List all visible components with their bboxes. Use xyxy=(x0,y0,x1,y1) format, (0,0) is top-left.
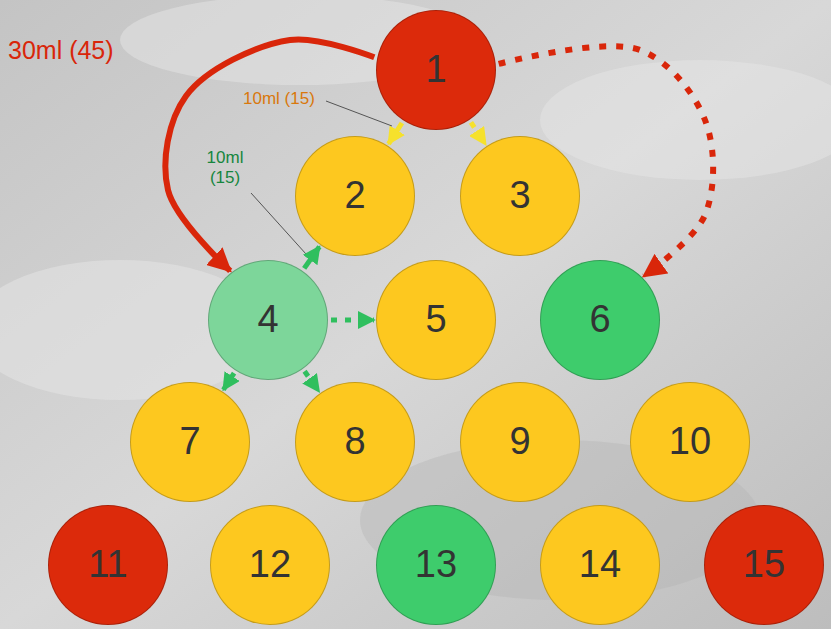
cup-circle: 12 xyxy=(210,505,330,625)
flow-arrow xyxy=(389,123,402,144)
node-number: 12 xyxy=(249,544,291,586)
cup-circle: 1 xyxy=(376,10,496,130)
flow-arrow xyxy=(305,371,319,391)
node-number: 4 xyxy=(257,299,278,341)
node-number: 7 xyxy=(179,421,200,463)
node-number: 8 xyxy=(344,421,365,463)
node-number: 1 xyxy=(425,49,446,91)
node-number: 3 xyxy=(509,175,530,217)
cup-circle: 4 xyxy=(208,260,328,380)
cup-circle: 5 xyxy=(376,260,496,380)
node-number: 13 xyxy=(415,544,457,586)
node-number: 6 xyxy=(589,299,610,341)
cup-circle: 14 xyxy=(540,505,660,625)
volume-label: 10ml (15) xyxy=(198,148,252,187)
cup-circle: 9 xyxy=(460,382,580,502)
cup-circle: 2 xyxy=(295,136,415,256)
cup-circle: 3 xyxy=(460,136,580,256)
flow-arrow xyxy=(304,247,319,269)
node-number: 10 xyxy=(669,421,711,463)
cup-circle: 6 xyxy=(540,260,660,380)
node-number: 9 xyxy=(509,421,530,463)
node-number: 15 xyxy=(743,544,785,586)
volume-label: 30ml (45) xyxy=(8,36,114,65)
flow-arrow xyxy=(331,318,374,323)
cup-circle: 11 xyxy=(48,505,168,625)
photo-shape xyxy=(540,60,831,180)
cup-circle: 7 xyxy=(130,382,250,502)
node-number: 11 xyxy=(88,544,127,586)
node-number: 14 xyxy=(579,544,621,586)
cup-circle: 8 xyxy=(295,382,415,502)
flow-arrow xyxy=(223,373,234,390)
cup-circle: 15 xyxy=(704,505,824,625)
flow-arrow xyxy=(471,122,486,144)
node-number: 2 xyxy=(344,175,365,217)
node-number: 5 xyxy=(425,299,446,341)
cup-circle: 13 xyxy=(376,505,496,625)
volume-label: 10ml (15) xyxy=(243,89,315,109)
cup-circle: 10 xyxy=(630,382,750,502)
leader-line xyxy=(326,101,392,126)
